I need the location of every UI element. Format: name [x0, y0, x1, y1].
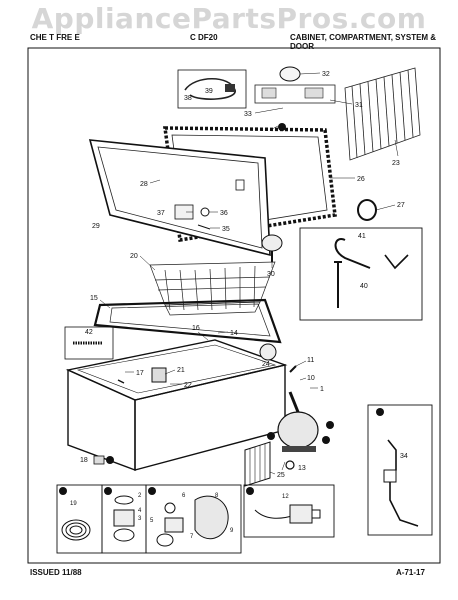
inset-callout-5: 5 — [150, 518, 154, 524]
callout-31: 31 — [355, 102, 363, 109]
callout-17: 17 — [136, 370, 144, 377]
page-footer: ISSUED 11/88 A-71-17 — [0, 568, 458, 582]
callout-labels: 32 31 33 38 39 23 26 28 29 37 36 35 27 3… — [80, 71, 408, 479]
grille-23 — [344, 67, 421, 161]
inset-callout-19: 19 — [70, 501, 77, 507]
inset-callout-2: 2 — [138, 493, 142, 499]
callout-23: 23 — [392, 160, 400, 167]
leader-lines — [99, 72, 399, 475]
ref-3-comp: 3 — [328, 424, 332, 430]
inset-3 — [145, 484, 242, 554]
callout-20: 20 — [130, 253, 138, 260]
header-title: CABINET, COMPARTMENT, SYSTEM & DOOR — [290, 33, 437, 51]
ref-1-inset: 1 — [61, 490, 65, 496]
inset-callout-8: 8 — [215, 493, 219, 499]
diagram-frame — [27, 47, 441, 564]
inset-callout-3: 3 — [138, 516, 142, 522]
callout-32: 32 — [322, 71, 330, 78]
callout-34: 34 — [400, 453, 408, 460]
screw-36 — [200, 207, 210, 217]
coil-19 — [61, 519, 91, 541]
inset-callout-12: 12 — [282, 494, 289, 500]
ring-27 — [357, 199, 377, 221]
callout-22: 22 — [184, 382, 192, 389]
callout-36: 36 — [220, 210, 228, 217]
callout-28: 28 — [140, 181, 148, 188]
inset-4 — [243, 484, 335, 538]
header-model: C DF20 — [190, 33, 218, 42]
ref-2-inset: 2 — [106, 490, 110, 496]
ref-2-comp: 2 — [324, 439, 328, 445]
callout-1: 1 — [320, 386, 324, 393]
inset-callout-9: 9 — [230, 528, 234, 534]
part-12 — [254, 504, 321, 524]
callout-39: 39 — [205, 88, 213, 95]
knob-32 — [279, 66, 301, 82]
callout-41: 41 — [358, 233, 366, 240]
ref-5-lid: 5 — [280, 126, 284, 132]
cord-inset — [177, 69, 247, 109]
callout-24: 24 — [262, 361, 270, 368]
parts-5-9 — [156, 495, 229, 547]
grommet-13 — [285, 460, 295, 470]
callout-26: 26 — [357, 176, 365, 183]
callout-38: 38 — [184, 95, 192, 102]
watermark: AppliancePartsPros.com — [31, 2, 427, 35]
callout-11: 11 — [307, 357, 314, 364]
page-header: CHE T FRE E C DF20 CABINET, COMPARTMENT,… — [0, 30, 458, 51]
basket-20 — [149, 261, 276, 316]
part-21 — [151, 367, 167, 383]
callout-29: 29 — [92, 223, 100, 230]
part-11 — [289, 365, 297, 373]
callout-14: 14 — [230, 330, 238, 337]
part-35 — [197, 224, 211, 230]
condenser-25 — [244, 441, 271, 487]
thermostat-24 — [259, 343, 277, 361]
callout-33: 33 — [244, 111, 252, 118]
inset-callout-6: 6 — [182, 493, 186, 499]
callout-40: 40 — [360, 283, 368, 290]
callout-30: 30 — [267, 271, 275, 278]
key-40 — [334, 261, 342, 308]
callout-21: 21 — [177, 367, 185, 374]
header-left: CHE T FRE E — [30, 33, 80, 42]
inset-5 — [367, 404, 433, 536]
callout-10: 10 — [307, 375, 315, 382]
callout-15: 15 — [90, 295, 98, 302]
inset-callout-4: 4 — [138, 508, 142, 514]
relay-2-4 — [113, 495, 135, 542]
issued-date: ISSUED 11/88 — [30, 568, 82, 577]
cabinet — [65, 339, 288, 472]
breaker-strip-13 — [93, 298, 282, 344]
compressor-1 — [277, 391, 319, 452]
lock-inset — [299, 227, 423, 321]
circled-refs: 5 3 2 4 1 5 1 2 3 4 — [59, 123, 384, 496]
tube-10 — [288, 391, 300, 413]
ref-4-comp: 4 — [269, 435, 273, 441]
inset-callout-7: 7 — [190, 534, 194, 540]
callout-16: 16 — [192, 325, 200, 332]
handle-30 — [261, 234, 283, 252]
ref-4-inset: 4 — [248, 490, 252, 496]
hinge-bracket-31 — [254, 84, 336, 104]
callout-42: 42 — [85, 329, 93, 336]
plug-39 — [225, 84, 235, 92]
part-18 — [93, 455, 105, 465]
callout-25: 25 — [277, 472, 285, 479]
ref-1-cab: 1 — [108, 459, 112, 465]
page-number: A-71-17 — [396, 568, 425, 577]
part-17 — [117, 379, 125, 384]
inset-part-labels: 19 2 4 3 6 5 7 8 9 12 — [70, 493, 289, 540]
ref-5-inset: 5 — [378, 411, 382, 417]
bar-41 — [334, 238, 371, 269]
ref-3-inset: 3 — [150, 490, 154, 496]
callout-37: 37 — [157, 210, 165, 217]
callout-35: 35 — [222, 226, 230, 233]
callout-18: 18 — [80, 457, 88, 464]
screw-inset — [64, 326, 114, 360]
door-28 — [88, 139, 271, 257]
callout-27: 27 — [397, 202, 405, 209]
callout-13: 13 — [298, 465, 306, 472]
